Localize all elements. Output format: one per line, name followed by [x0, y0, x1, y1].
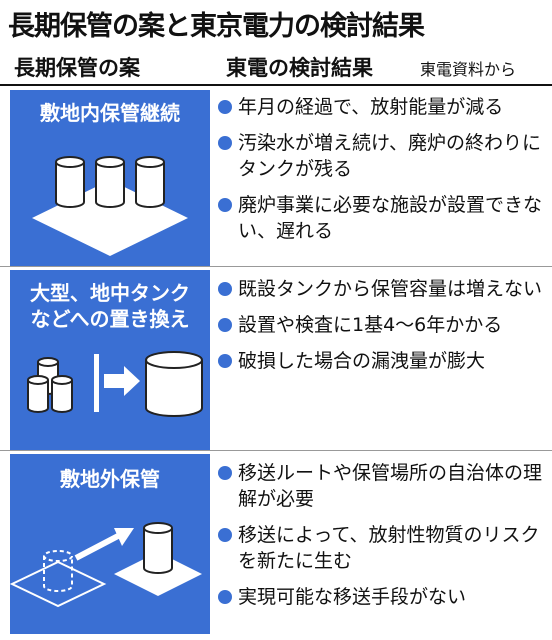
offsite-transfer-illustration — [10, 522, 202, 608]
row-divider — [0, 266, 552, 267]
bullet-icon — [218, 318, 232, 332]
option-panel-replace: 大型、地中タンク などへの置き換え — [10, 270, 210, 450]
row-gap — [0, 268, 552, 270]
option-panel-onsite: 敷地内保管継続 — [10, 90, 210, 266]
bullet-icon — [218, 198, 232, 212]
column-header-results: 東電の検討結果 — [226, 56, 373, 80]
bullet-icon — [218, 528, 232, 542]
column-header-options: 長期保管の案 — [14, 56, 140, 80]
bullet-icon — [218, 282, 232, 296]
row-divider — [0, 450, 552, 451]
list-item: 既設タンクから保管容量は増えない — [216, 276, 546, 302]
onsite-tanks-illustration — [32, 156, 188, 256]
option-panel-offsite: 敷地外保管 — [10, 454, 210, 634]
list-item: 年月の経過で、放射能量が減る — [216, 94, 546, 120]
bullet-icon — [218, 590, 232, 604]
option-title-onsite: 敷地内保管継続 — [40, 101, 180, 125]
list-item: 実現可能な移送手段がない — [216, 584, 546, 610]
list-item: 破損した場合の漏洩量が膨大 — [216, 348, 546, 374]
row-gap — [0, 452, 552, 454]
option-title-offsite: 敷地外保管 — [60, 467, 160, 491]
results-list-replace: 既設タンクから保管容量は増えない 設置や検査に1基4〜6年かかる 破損した場合の… — [216, 276, 546, 384]
bullet-icon — [218, 136, 232, 150]
header-divider — [0, 84, 552, 86]
page-title: 長期保管の案と東京電力の検討結果 — [8, 11, 425, 42]
list-item: 移送ルートや保管場所の自治体の理解が必要 — [216, 460, 546, 512]
bullet-icon — [218, 100, 232, 114]
results-list-onsite: 年月の経過で、放射能量が減る 汚染水が増え続け、廃炉の終わりにタンクが残る 廃炉… — [216, 94, 546, 254]
replace-tanks-illustration — [27, 351, 203, 417]
list-item: 汚染水が増え続け、廃炉の終わりにタンクが残る — [216, 130, 546, 182]
list-item: 移送によって、放射性物質のリスクを新たに生む — [216, 522, 546, 574]
source-note: 東電資料から — [420, 60, 517, 79]
bullet-icon — [218, 354, 232, 368]
results-list-offsite: 移送ルートや保管場所の自治体の理解が必要 移送によって、放射性物質のリスクを新た… — [216, 460, 546, 620]
list-item: 廃炉事業に必要な施設が設置できない、遅れる — [216, 192, 546, 244]
option-title-replace-line1: 大型、地中タンク — [30, 281, 190, 305]
list-item: 設置や検査に1基4〜6年かかる — [216, 312, 546, 338]
bullet-icon — [218, 466, 232, 480]
option-title-replace-line2: などへの置き換え — [30, 307, 190, 331]
